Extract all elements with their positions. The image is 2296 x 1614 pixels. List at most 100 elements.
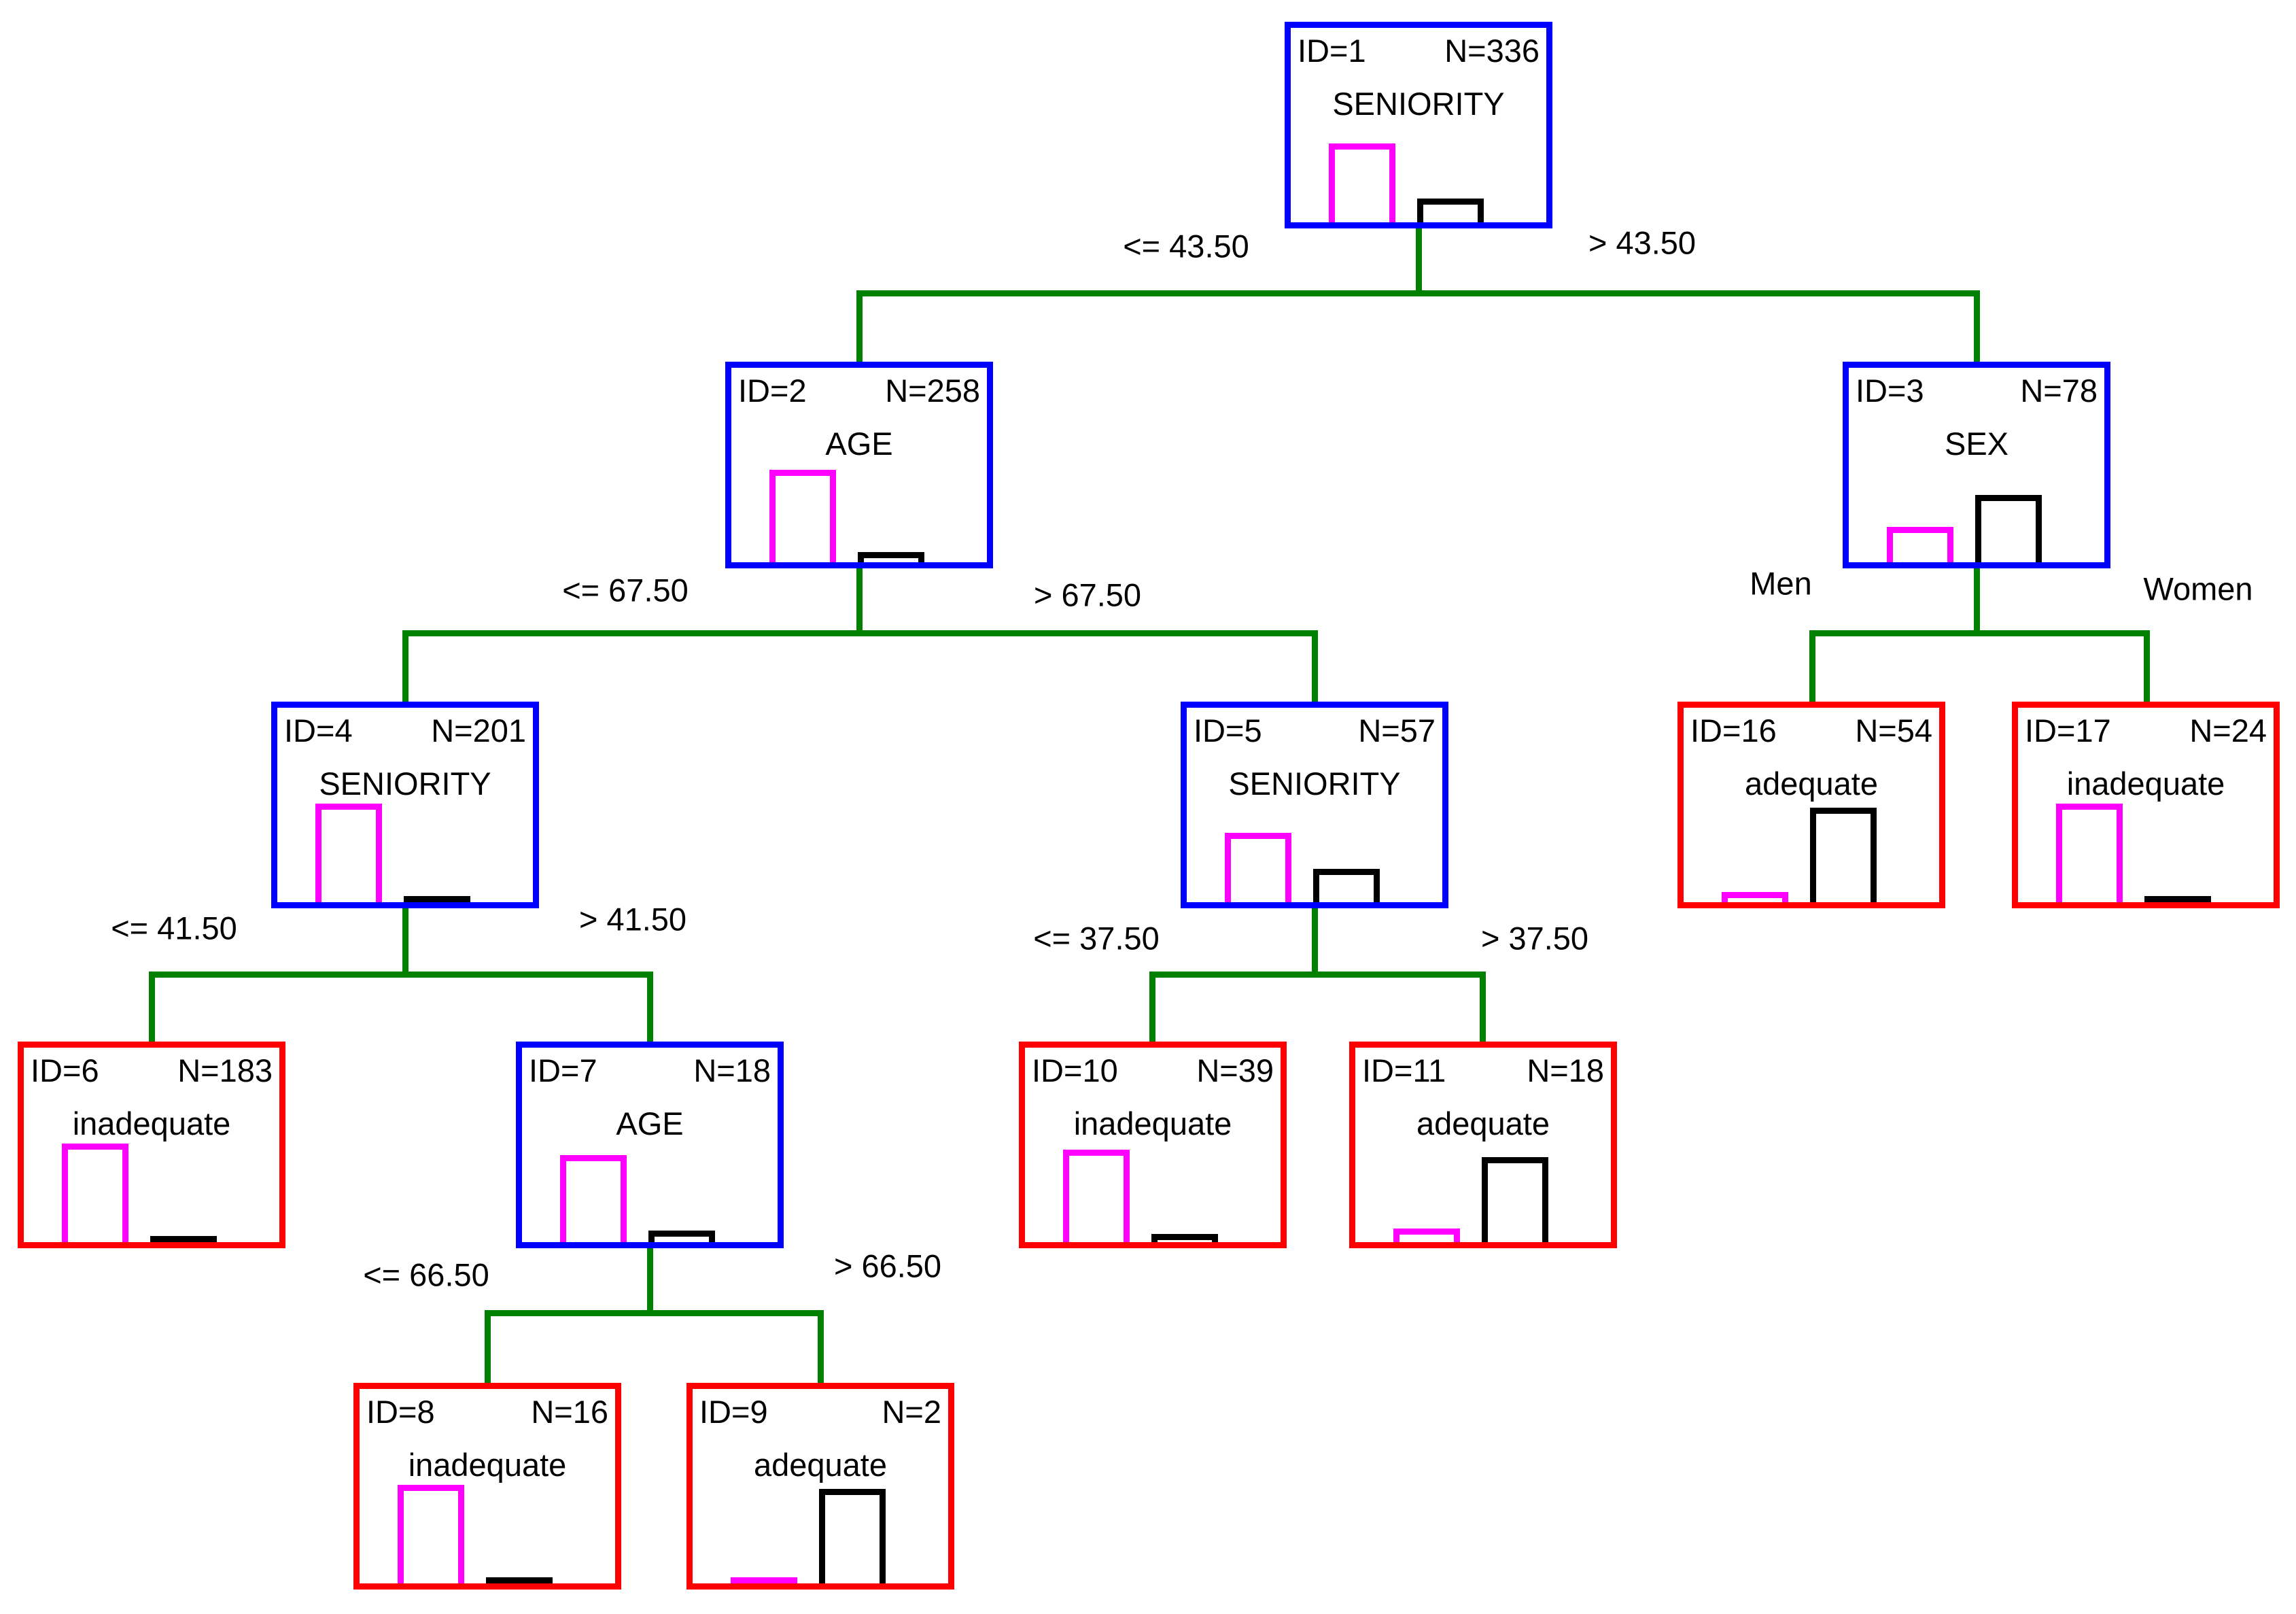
- connector-node2-stem: [856, 564, 863, 636]
- split-label-seniority-le-43.50: <= 43.50: [1123, 228, 1249, 264]
- connector-node2-drop-right: [1312, 630, 1318, 704]
- histogram-bar-inadequate: [731, 1577, 797, 1583]
- histogram-bar-inadequate: [1063, 1150, 1130, 1242]
- connector-node7-stem: [647, 1244, 653, 1314]
- connector-node4-drop-left: [149, 972, 155, 1044]
- histogram-bar-inadequate: [2056, 804, 2123, 902]
- node-split-variable: SENIORITY: [1332, 85, 1505, 122]
- connector-node4-stem: [402, 904, 408, 976]
- tree-node-2: ID=2 N=258 AGE: [725, 362, 993, 568]
- split-label-sex-men: Men: [1750, 565, 1812, 602]
- histogram-bar-adequate: [1417, 199, 1484, 222]
- histogram-bar-inadequate: [1393, 1229, 1460, 1242]
- node-id-label: ID=2: [738, 373, 807, 409]
- connector-node2-bar: [402, 630, 1317, 636]
- histogram-bar-adequate: [1810, 808, 1877, 902]
- node-id-label: ID=8: [366, 1394, 435, 1430]
- tree-node-6: ID=6 N=183 inadequate: [18, 1042, 285, 1248]
- histogram-bar-inadequate: [1225, 833, 1291, 902]
- connector-node7-bar: [485, 1310, 823, 1316]
- histogram-bar-inadequate: [769, 470, 836, 562]
- node-count-label: N=258: [885, 373, 980, 409]
- tree-node-16: ID=16 N=54 adequate: [1677, 702, 1945, 908]
- node-split-variable: AGE: [616, 1105, 684, 1141]
- split-label-seniority-gt-43.50: > 43.50: [1588, 224, 1697, 261]
- node-id-label: ID=4: [284, 712, 353, 749]
- split-label-age-gt-66.50: > 66.50: [833, 1248, 942, 1284]
- node-class-label: adequate: [1744, 765, 1879, 802]
- node-id-label: ID=3: [1856, 373, 1924, 409]
- histogram-bar-adequate: [1313, 869, 1380, 902]
- node-count-label: N=39: [1196, 1052, 1274, 1088]
- node-class-label: inadequate: [1073, 1105, 1232, 1141]
- connector-node3-bar: [1809, 630, 2149, 636]
- histogram-bar-inadequate: [398, 1485, 464, 1583]
- connector-node4-bar: [149, 972, 653, 978]
- histogram-bar-adequate: [2144, 896, 2211, 902]
- histogram-bar-adequate: [404, 896, 470, 902]
- histogram-bar-inadequate: [1722, 892, 1788, 902]
- tree-node-10: ID=10 N=39 inadequate: [1019, 1042, 1287, 1248]
- connector-node3-drop-left: [1809, 630, 1815, 704]
- node-count-label: N=24: [2189, 712, 2267, 749]
- tree-node-7: ID=7 N=18 AGE: [516, 1042, 784, 1248]
- connector-node5-drop-right: [1480, 972, 1486, 1044]
- tree-node-5: ID=5 N=57 SENIORITY: [1181, 702, 1448, 908]
- node-id-label: ID=7: [529, 1052, 597, 1088]
- histogram-bar-adequate: [819, 1489, 886, 1583]
- node-split-variable: SEX: [1944, 425, 2009, 462]
- node-id-label: ID=5: [1194, 712, 1262, 749]
- node-id-label: ID=11: [1362, 1052, 1446, 1088]
- node-count-label: N=336: [1444, 33, 1540, 69]
- histogram-bar-inadequate: [62, 1144, 128, 1242]
- histogram-bar-adequate: [1482, 1157, 1548, 1242]
- node-count-label: N=78: [2020, 373, 2098, 409]
- tree-node-3: ID=3 N=78 SEX: [1843, 362, 2110, 568]
- histogram-bar-adequate: [1975, 495, 2042, 562]
- node-count-label: N=18: [693, 1052, 771, 1088]
- histogram-bar-inadequate: [560, 1155, 627, 1242]
- histogram-bar-inadequate: [1887, 527, 1953, 562]
- histogram-bar-adequate: [486, 1577, 553, 1583]
- node-class-label: adequate: [1416, 1105, 1550, 1141]
- tree-node-9: ID=9 N=2 adequate: [686, 1383, 954, 1590]
- histogram-bar-adequate: [1151, 1234, 1218, 1242]
- tree-node-4: ID=4 N=201 SENIORITY: [271, 702, 539, 908]
- node-id-label: ID=6: [31, 1052, 99, 1088]
- histogram-bar-adequate: [648, 1231, 715, 1242]
- node-id-label: ID=1: [1298, 33, 1366, 69]
- split-label-sex-women: Women: [2143, 570, 2253, 607]
- connector-node3-drop-right: [2144, 630, 2150, 704]
- node-count-label: N=201: [431, 712, 526, 749]
- connector-node2-drop-left: [402, 630, 408, 704]
- connector-node5-stem: [1312, 904, 1318, 976]
- connector-node3-stem: [1974, 564, 1980, 636]
- node-split-variable: AGE: [825, 425, 893, 462]
- node-count-label: N=54: [1855, 712, 1932, 749]
- histogram-bar-adequate: [150, 1236, 217, 1242]
- connector-node5-drop-left: [1149, 972, 1155, 1044]
- histogram-bar-adequate: [858, 552, 924, 562]
- node-split-variable: SENIORITY: [1228, 765, 1401, 802]
- histogram-bar-inadequate: [1329, 143, 1395, 222]
- split-label-seniority-gt-41.50: > 41.50: [578, 901, 687, 938]
- node-class-label: inadequate: [2066, 765, 2225, 802]
- node-class-label: inadequate: [408, 1446, 567, 1483]
- tree-node-1: ID=1 N=336 SENIORITY: [1285, 22, 1552, 228]
- split-label-age-le-66.50: <= 66.50: [363, 1256, 489, 1293]
- node-count-label: N=16: [531, 1394, 608, 1430]
- node-split-variable: SENIORITY: [319, 765, 491, 802]
- histogram-bar-inadequate: [315, 804, 382, 902]
- connector-node5-bar: [1149, 972, 1485, 978]
- connector-node4-drop-right: [647, 972, 653, 1044]
- connector-node7-drop-right: [818, 1310, 824, 1385]
- node-class-label: adequate: [753, 1446, 888, 1483]
- node-id-label: ID=10: [1032, 1052, 1118, 1088]
- connector-root-bar: [856, 290, 1979, 296]
- split-label-seniority-le-41.50: <= 41.50: [111, 910, 237, 946]
- split-label-seniority-le-37.50: <= 37.50: [1033, 920, 1160, 957]
- connector-root-stem: [1416, 225, 1422, 296]
- node-class-label: inadequate: [72, 1105, 231, 1141]
- node-count-label: N=183: [177, 1052, 273, 1088]
